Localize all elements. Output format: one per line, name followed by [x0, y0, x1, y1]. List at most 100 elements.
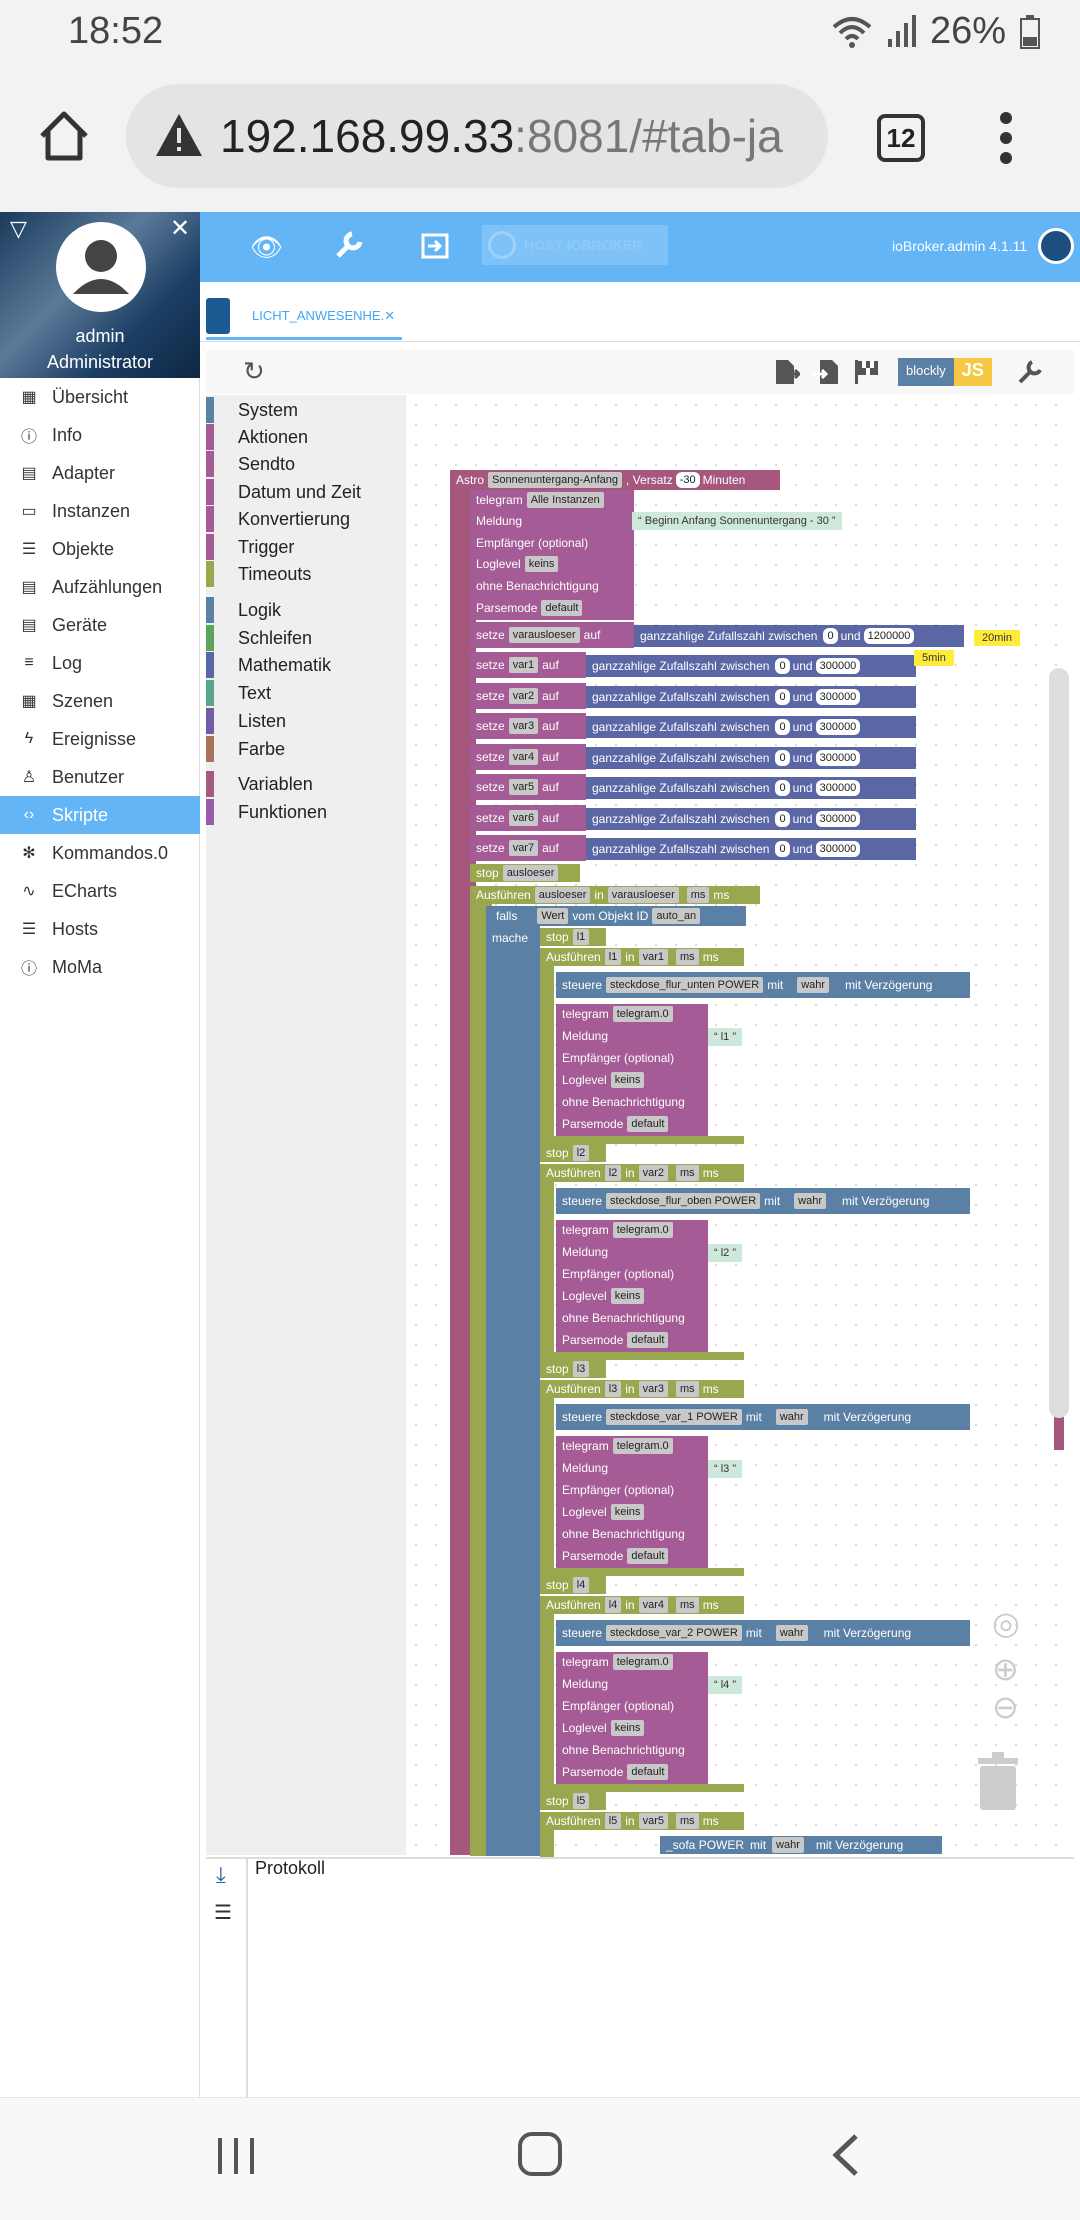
min-field[interactable]: 0	[775, 688, 790, 705]
block-text[interactable]: l2	[604, 1165, 622, 1181]
variable-field[interactable]: var6	[508, 809, 539, 826]
telegram-ohne[interactable]: ohne Benachrichtigung	[470, 576, 634, 596]
toolbox-category[interactable]: Funktionen	[206, 799, 327, 825]
sidebar-item-instanzen[interactable]: ▭Instanzen	[0, 492, 200, 530]
toolbox-category[interactable]: Schleifen	[206, 625, 312, 651]
astro-event-field[interactable]: Sonnenuntergang-Anfang	[488, 472, 623, 488]
block-text[interactable]: l1	[572, 929, 590, 945]
telegram-ohne[interactable]: ohne Benachrichtigung	[556, 1740, 708, 1760]
variable-field[interactable]: varausloeser	[508, 627, 580, 643]
iobroker-logo-icon[interactable]	[1038, 228, 1074, 264]
comment-note[interactable]: 5min	[914, 650, 954, 666]
telegram-ohne[interactable]: ohne Benachrichtigung	[556, 1092, 708, 1112]
block-text[interactable]: auto_an	[652, 908, 701, 924]
text-literal[interactable]: “ l3 ”	[708, 1460, 743, 1478]
variable-field[interactable]: var5	[508, 779, 539, 795]
block-text[interactable]: keins	[524, 556, 559, 572]
max-field[interactable]: 1200000	[863, 628, 915, 644]
block-text[interactable]: ms	[676, 1165, 699, 1181]
sidebar-item-skripte[interactable]: ‹›Skripte	[0, 796, 200, 834]
device-field[interactable]: steckdose_var_2 POWER	[606, 1625, 742, 1641]
min-field[interactable]: 0	[775, 658, 790, 674]
telegram-empfaenger[interactable]: Empfänger (optional)	[556, 1264, 708, 1284]
toolbox-category[interactable]: Logik	[206, 597, 281, 623]
block-text[interactable]: keins	[610, 1072, 645, 1088]
block-text[interactable]: Wert	[537, 908, 569, 924]
log-list-icon[interactable]: ☰	[214, 1902, 232, 1924]
block-text[interactable]: ausloeser	[534, 887, 591, 903]
telegram-empfaenger[interactable]: Empfänger (optional)	[556, 1480, 708, 1500]
telegram-meldung[interactable]: Meldung	[556, 1242, 708, 1262]
block-text[interactable]: l5	[572, 1793, 590, 1809]
block-text[interactable]: Alle Instanzen	[526, 492, 604, 508]
recents-icon[interactable]	[214, 2134, 258, 2178]
telegram-meldung[interactable]: Meldung	[556, 1674, 708, 1694]
max-field[interactable]: 300000	[815, 810, 861, 827]
telegram-meldung[interactable]: Meldung	[470, 511, 634, 531]
block-text[interactable]: var2	[638, 1165, 669, 1181]
block-text[interactable]: var4	[638, 1597, 669, 1613]
block-text[interactable]: default	[541, 600, 583, 616]
telegram-empfaenger[interactable]: Empfänger (optional)	[470, 533, 634, 553]
toolbox-category[interactable]: Aktionen	[206, 424, 308, 450]
toolbox-category[interactable]: Text	[206, 680, 271, 706]
host-button[interactable]: HOST IOBROKER	[482, 225, 668, 265]
block-text[interactable]: telegram.0	[612, 1222, 673, 1238]
telegram-meldung[interactable]: Meldung	[556, 1458, 708, 1478]
block-text[interactable]: l3	[604, 1381, 622, 1397]
min-field[interactable]: 0	[775, 780, 790, 796]
device-field[interactable]: steckdose_var_1 POWER	[606, 1409, 742, 1425]
block-text[interactable]: telegram.0	[612, 1006, 673, 1022]
variable-field[interactable]: var1	[508, 657, 539, 673]
import-icon[interactable]	[812, 358, 840, 386]
min-field[interactable]: 0	[823, 628, 838, 644]
block-text[interactable]: l3	[572, 1361, 590, 1377]
block-text[interactable]: l4	[572, 1577, 590, 1593]
sidebar-item-echarts[interactable]: ∿ECharts	[0, 872, 200, 910]
block-text[interactable]: keins	[610, 1720, 645, 1736]
script-tab[interactable]: LICHT_ANWESENHE.✕	[206, 296, 402, 340]
sidebar-item-geräte[interactable]: ▤Geräte	[0, 606, 200, 644]
toolbox-category[interactable]: Datum und Zeit	[206, 479, 361, 505]
toolbox-category[interactable]: Mathematik	[206, 652, 331, 678]
toolbox-category[interactable]: Listen	[206, 708, 286, 734]
telegram-empfaenger[interactable]: Empfänger (optional)	[556, 1048, 708, 1068]
close-icon[interactable]: ✕	[170, 215, 191, 242]
toolbox-category[interactable]: Trigger	[206, 534, 294, 560]
device-field[interactable]: steckdose_flur_oben POWER	[606, 1193, 761, 1209]
text-literal[interactable]: “ l1 ”	[708, 1028, 743, 1046]
eye-icon[interactable]: 👁	[250, 232, 284, 262]
telegram-meldung[interactable]: Meldung	[556, 1026, 708, 1046]
block-text[interactable]: wahr	[775, 1625, 808, 1641]
tab-switcher-button[interactable]: 12	[877, 114, 925, 162]
block-text[interactable]: ms	[676, 1597, 699, 1613]
block-text[interactable]: ms	[676, 1813, 699, 1829]
